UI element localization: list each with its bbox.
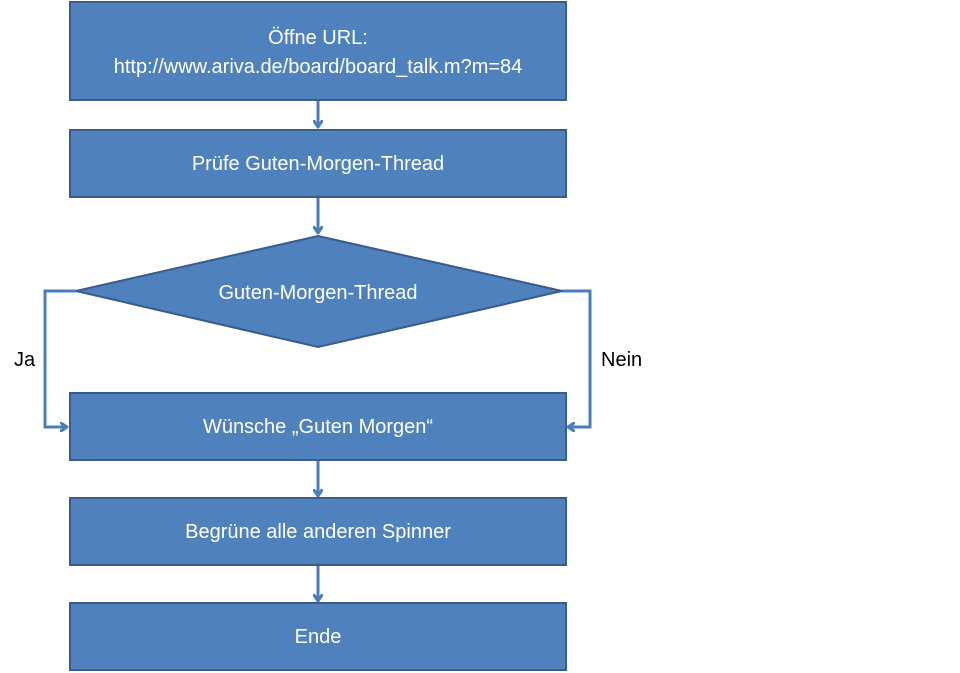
node-greet-spinners: Begrüne alle anderen Spinner	[69, 497, 567, 566]
node-wish-morning: Wünsche „Guten Morgen“	[69, 392, 567, 461]
node-open-url-line2: http://www.ariva.de/board/board_talk.m?m…	[114, 56, 523, 78]
node-decision-label: Guten-Morgen-Thread	[219, 282, 418, 304]
arrow-decision-no	[562, 289, 592, 427]
node-check-thread: Prüfe Guten-Morgen-Thread	[69, 129, 567, 198]
edge-label-no: Nein	[601, 349, 642, 371]
node-end-label: Ende	[295, 626, 342, 648]
edge-label-yes: Ja	[14, 349, 36, 371]
node-wish-morning-label: Wünsche „Guten Morgen“	[203, 416, 433, 438]
node-greet-spinners-label: Begrüne alle anderen Spinner	[185, 521, 451, 543]
node-end: Ende	[69, 602, 567, 671]
node-open-url: Öffne URL: http://www.ariva.de/board/boa…	[69, 1, 567, 101]
node-open-url-line1: Öffne URL:	[268, 27, 368, 49]
node-check-thread-label: Prüfe Guten-Morgen-Thread	[192, 153, 444, 175]
node-decision: Guten-Morgen-Thread	[75, 234, 563, 349]
arrow-decision-yes	[43, 289, 76, 427]
